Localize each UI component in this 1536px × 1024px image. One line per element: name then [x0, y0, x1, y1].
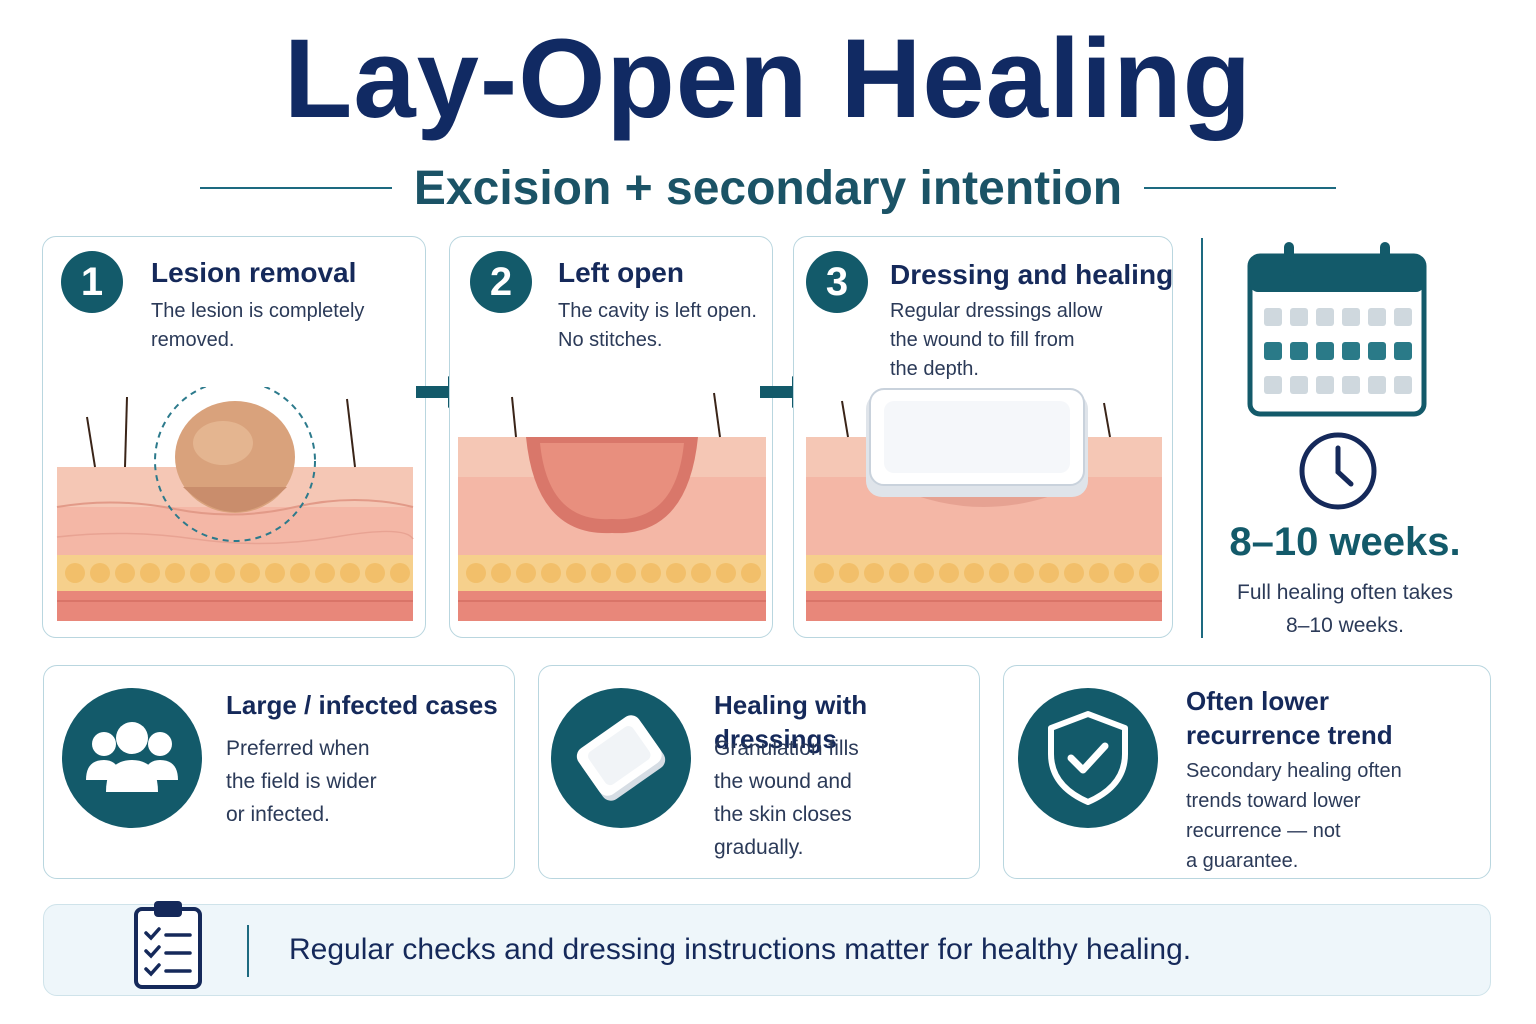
step-title: Dressing and healing: [890, 259, 1174, 290]
page-title: Lay-Open Healing: [283, 16, 1253, 141]
fat-cells: [466, 563, 761, 583]
skin-lesion-illustration: [56, 387, 414, 621]
desc-line: Regular dressings allow: [890, 300, 1103, 322]
desc-line: the skin closes: [714, 803, 852, 826]
info-card-dressings: Healing with dressings Granulation fills…: [538, 665, 980, 879]
duration-description: Full healing often takes 8–10 weeks.: [1200, 576, 1490, 642]
step-number-badge: 2: [470, 251, 532, 313]
dressing-illustration: [806, 388, 1162, 621]
fat-cells: [65, 563, 410, 583]
desc-line: Granulation fills: [714, 737, 859, 760]
desc-line: gradually.: [714, 836, 804, 859]
desc-line: the wound to fill from: [890, 329, 1075, 351]
people-icon: [86, 722, 178, 792]
info-title: Large / infected cases: [226, 688, 498, 722]
desc-line: No stitches.: [558, 329, 663, 351]
step-card-1: 1 Lesion removal The lesion is completel…: [42, 236, 426, 638]
page-subtitle: Excision + secondary intention: [413, 161, 1123, 215]
desc-line: The cavity is left open.: [558, 300, 757, 322]
subtitle-rule-left: [200, 187, 392, 189]
step-card-2: 2 Left open The cavity is left open. No …: [449, 236, 773, 638]
info-title: Often lower recurrence trend: [1186, 684, 1393, 752]
info-card-recurrence: Often lower recurrence trend Secondary h…: [1003, 665, 1491, 879]
title-line: Large / infected cases: [226, 690, 498, 720]
dressing-icon-badge: [551, 688, 691, 828]
clock-icon: [1299, 432, 1377, 510]
fat-cells: [814, 563, 1159, 583]
info-description: Secondary healing often trends toward lo…: [1186, 756, 1402, 876]
open-cavity-illustration: [458, 392, 766, 621]
step-title: Lesion removal: [151, 257, 357, 288]
desc-line: 8–10 weeks.: [1286, 614, 1404, 637]
title-line: Healing with dressings: [714, 690, 868, 754]
desc-line: Preferred when: [226, 737, 370, 760]
subtitle-rule-right: [1144, 187, 1336, 189]
footer-message: Regular checks and dressing instructions…: [289, 933, 1192, 966]
desc-line: recurrence — not: [1186, 820, 1341, 842]
desc-line: the field is wider: [226, 770, 377, 793]
step-title: Left open: [558, 257, 684, 288]
subtitle-row: Excision + secondary intention: [200, 158, 1336, 218]
shield-check-icon: [1048, 711, 1128, 805]
desc-line: the wound and: [714, 770, 852, 793]
footer-divider: [247, 925, 249, 977]
desc-line: or infected.: [226, 803, 330, 826]
info-description: Preferred when the field is wider or inf…: [226, 732, 377, 831]
duration-headline: 8–10 weeks.: [1229, 520, 1461, 564]
step-card-3: 3 Dressing and healing Regular dressings…: [793, 236, 1173, 638]
calendar-icon: [1247, 242, 1427, 417]
duration-divider: [1201, 238, 1203, 638]
desc-line: trends toward lower: [1186, 790, 1361, 812]
step-description: The cavity is left open. No stitches.: [558, 297, 757, 355]
footer-banner: Regular checks and dressing instructions…: [43, 901, 1491, 996]
clipboard-checklist-icon: [134, 901, 202, 989]
desc-line: a guarantee.: [1186, 850, 1299, 872]
step-number-badge: 3: [806, 251, 868, 313]
dressing-icon: [576, 715, 666, 801]
step-description: Regular dressings allow the wound to fil…: [890, 297, 1102, 384]
info-description: Granulation fills the wound and the skin…: [714, 732, 859, 864]
title-line: Often lower: [1186, 686, 1330, 716]
info-title: Healing with dressings: [714, 688, 979, 756]
info-card-large-infected: Large / infected cases Preferred when th…: [43, 665, 515, 879]
title-line: recurrence trend: [1186, 720, 1393, 750]
desc-line: Full healing often takes: [1237, 581, 1453, 604]
desc-line: Secondary healing often: [1186, 760, 1402, 782]
desc-line: removed.: [151, 329, 235, 351]
desc-line: the depth.: [890, 358, 979, 380]
people-icon-badge: [62, 688, 202, 828]
shield-icon-badge: [1018, 688, 1158, 828]
desc-line: The lesion is completely: [151, 300, 365, 322]
step-number-badge: 1: [61, 251, 123, 313]
step-description: The lesion is completely removed.: [151, 297, 364, 355]
